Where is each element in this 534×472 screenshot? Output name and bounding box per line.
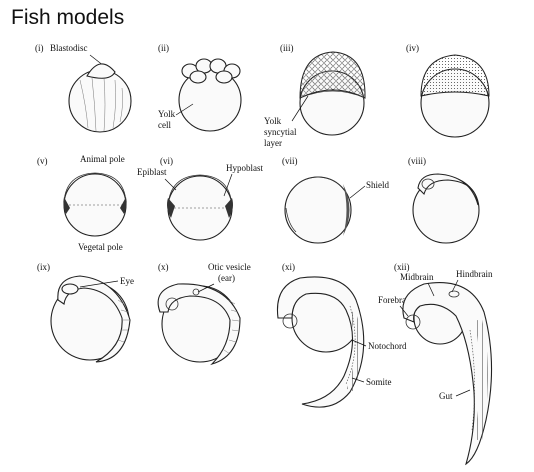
label-shield: Shield: [366, 180, 390, 190]
leader-otic-vesicle: [197, 283, 215, 293]
eye-primordium: [61, 283, 79, 295]
label-blastodisc: Blastodisc: [50, 43, 88, 53]
label-notochord: Notochord: [368, 341, 407, 351]
label-layer: layer: [264, 138, 282, 148]
leader-hypoblast: [223, 173, 233, 197]
blastoderm-margin: [63, 172, 127, 203]
leader-epiblast: [164, 178, 177, 191]
head-bud: [421, 178, 435, 190]
label-otic-vesicle: Otic vesicle: [208, 262, 251, 272]
label-yolk: Yolk: [158, 109, 176, 119]
embryonic-shield: [343, 184, 350, 236]
panel-i-numeral: (i): [35, 43, 44, 53]
somites: [223, 299, 240, 355]
eye: [282, 313, 298, 329]
leader-ysl: [291, 95, 309, 122]
epiboly-blastoderm: [420, 54, 490, 97]
label-forebrain: Forebrain: [378, 295, 413, 305]
embryo-body: [157, 283, 241, 366]
otic-vesicle: [192, 288, 200, 296]
egg-yolk: [68, 69, 132, 133]
figure-title: Fish models: [11, 6, 125, 29]
panel-xi: (xi) Notochord Somite: [276, 262, 407, 408]
panel-ix-numeral: (ix): [37, 262, 50, 272]
panel-xii-numeral: (xii): [394, 262, 410, 272]
germ-ring-left: [63, 197, 70, 214]
panel-xi-numeral: (xi): [282, 262, 295, 272]
label-animal-pole: Animal pole: [80, 154, 125, 164]
panel-vii: (vii) Shield: [282, 156, 390, 244]
epiblast-layer: [167, 174, 233, 207]
label-epiblast: Epiblast: [137, 167, 167, 177]
label-ear: (ear): [218, 273, 235, 283]
panel-iv: (iv): [406, 43, 490, 138]
leader-hindbrain: [451, 279, 459, 293]
panel-iii: (iii) Yolk syncytial layer: [264, 43, 366, 148]
blastoderm-cells: [299, 51, 366, 99]
panel-vi-numeral: (vi): [160, 156, 173, 166]
panel-v-numeral: (v): [37, 156, 48, 166]
hypoblast-left: [167, 198, 175, 218]
eye: [165, 297, 179, 311]
yolk-shading: [79, 77, 123, 132]
blastodisc-shape: [86, 63, 116, 79]
panel-iii-numeral: (iii): [280, 43, 294, 53]
leader-shield: [349, 185, 366, 199]
leader-somite: [351, 377, 365, 383]
cleavage-blastomeres: [181, 58, 241, 84]
eye: [405, 314, 421, 330]
label-midbrain: Midbrain: [400, 272, 434, 282]
label-yolk-ysl: Yolk: [264, 116, 282, 126]
somite-row: [474, 319, 488, 441]
panel-x-numeral: (x): [158, 262, 169, 272]
leader-eye: [79, 280, 119, 288]
panel-ii-numeral: (ii): [158, 43, 169, 53]
germ-ring-right: [120, 197, 127, 214]
panel-viii: (viii): [408, 156, 480, 244]
leader-forebrain: [399, 305, 409, 317]
panel-ii: (ii) Yolk cell: [158, 43, 242, 132]
panel-xii: (xii) Midbrain Hindbrain Forebrain Gut: [378, 262, 493, 466]
blastoderm-edge: [291, 176, 345, 191]
larva-body: [402, 282, 493, 466]
hypoblast-right: [225, 198, 233, 218]
somite-row: [346, 310, 362, 392]
panel-v: (v) Animal pole Vegetal pole: [37, 154, 127, 252]
otic-vesicle: [448, 290, 460, 298]
leader-notochord: [351, 339, 367, 347]
label-cell: cell: [158, 120, 171, 130]
margin-curve: [285, 207, 297, 233]
embryo-trunk-tail: [276, 276, 365, 408]
panel-vii-numeral: (vii): [282, 156, 298, 166]
panel-iv-numeral: (iv): [406, 43, 419, 53]
label-hindbrain: Hindbrain: [456, 269, 493, 279]
embryo-body: [57, 275, 131, 363]
label-gut: Gut: [439, 391, 453, 401]
label-syncytial: syncytial: [264, 127, 297, 137]
panel-vi: (vi) Epiblast Hypoblast: [137, 156, 263, 241]
somites: [117, 299, 129, 343]
syncytial-layer-line: [299, 90, 366, 99]
leader-yolk-cell: [175, 103, 194, 116]
panel-i: (i) Blastodisc: [35, 43, 132, 133]
panel-viii-numeral: (viii): [408, 156, 426, 166]
label-eye: Eye: [120, 276, 134, 286]
label-hypoblast: Hypoblast: [226, 163, 263, 173]
label-vegetal-pole: Vegetal pole: [78, 242, 123, 252]
leader-gut: [455, 389, 471, 397]
label-somite: Somite: [366, 377, 392, 387]
leader-midbrain: [427, 282, 435, 297]
panel-ix: (ix) Eye: [37, 262, 134, 363]
panel-x: (x) Otic vesicle (ear): [157, 262, 251, 366]
